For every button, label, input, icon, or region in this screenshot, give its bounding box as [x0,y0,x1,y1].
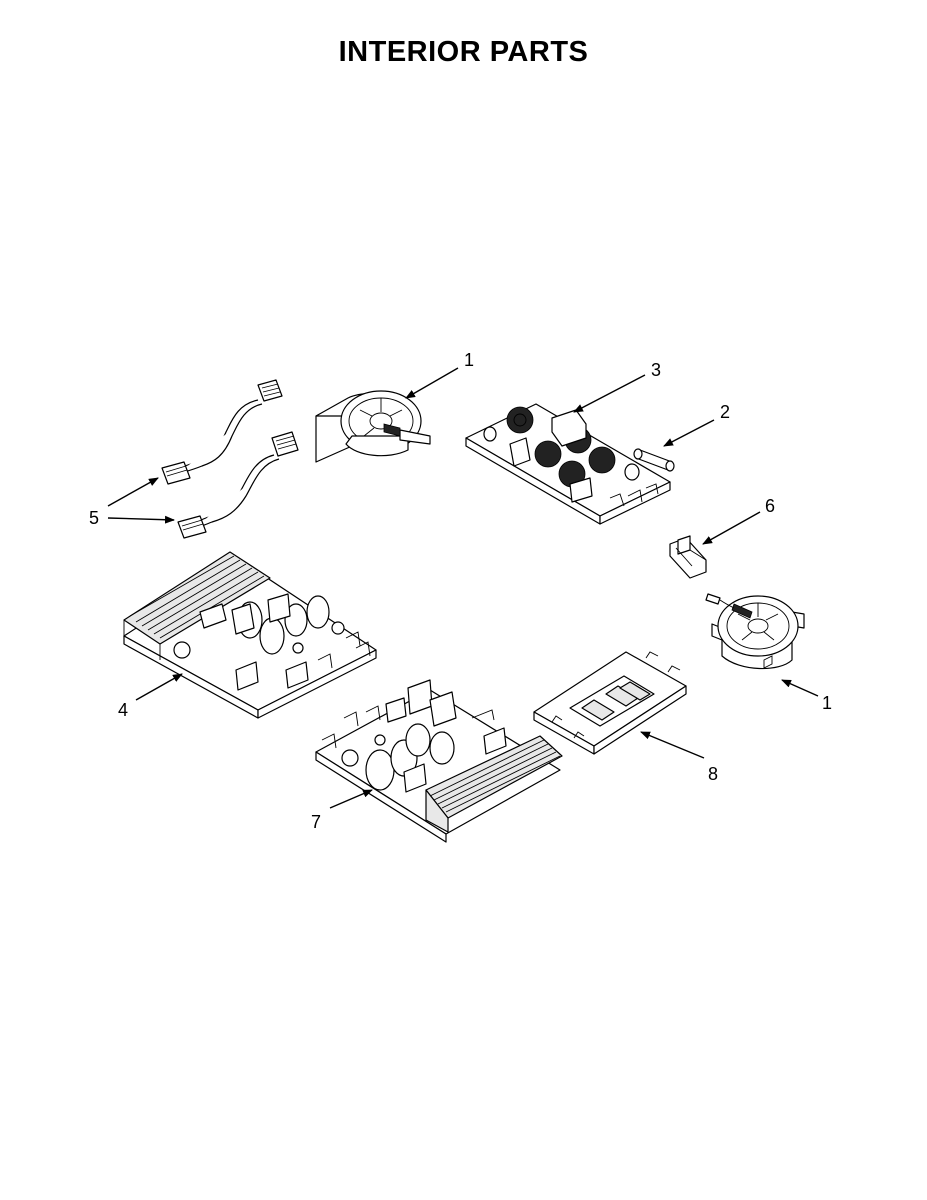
callout-shield: 8 [640,731,718,784]
filter-board-part[interactable] [465,403,671,525]
callout-label: 3 [651,360,661,380]
wire-harness-part[interactable] [161,379,299,539]
power-board-left-part[interactable] [123,551,377,719]
callout-label: 6 [765,496,775,516]
callout-bracket: 6 [702,496,775,545]
power-board-right-part[interactable] [315,679,563,843]
callout-filter-board: 3 [573,360,661,413]
page-title: INTERIOR PARTS [338,36,589,68]
callout-label: 5 [89,508,99,528]
blower-fan-top-part[interactable] [315,390,431,463]
callout-label: 8 [708,764,718,784]
callout-harnesses: 5 [89,477,175,528]
fuse-part[interactable] [633,448,675,472]
blower-fan-right-part[interactable] [705,593,805,670]
callout-fan-right: 1 [781,679,832,713]
callout-power-board-left: 4 [118,673,183,720]
callout-power-board-right: 7 [311,789,373,832]
shield-plate-part[interactable] [533,651,687,755]
bracket-part[interactable] [669,535,707,579]
callout-label: 2 [720,402,730,422]
callout-label: 4 [118,700,128,720]
callout-label: 7 [311,812,321,832]
callout-label: 1 [822,693,832,713]
callout-label: 1 [464,350,474,370]
callout-fuse: 2 [663,402,730,447]
callout-fan-top: 1 [405,350,474,399]
